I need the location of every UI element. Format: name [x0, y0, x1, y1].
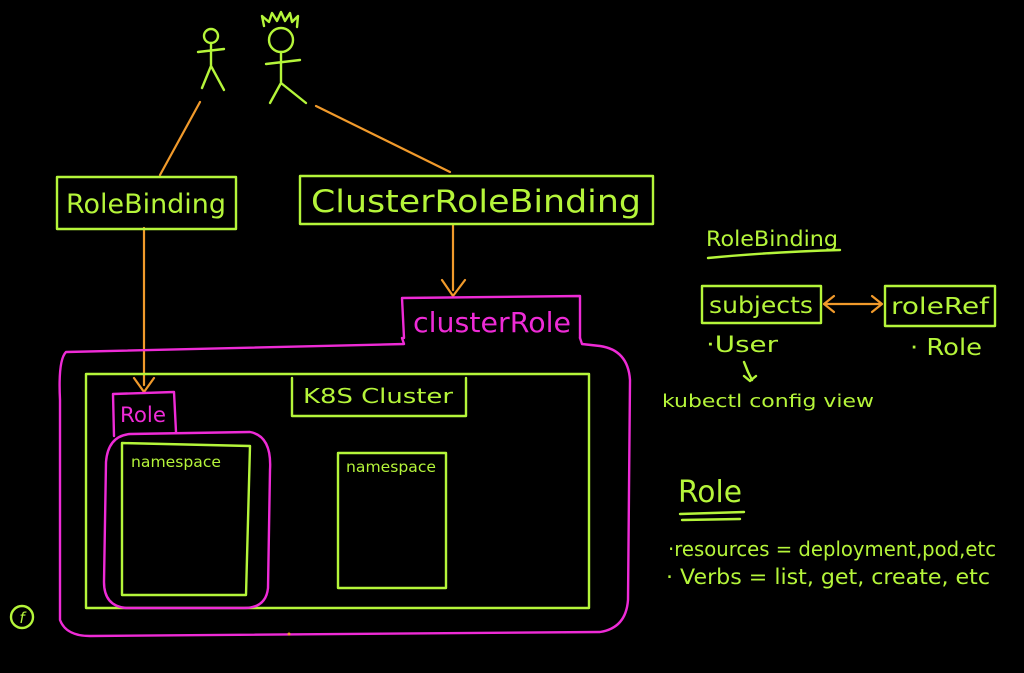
k8s-cluster-title: K8S Cluster [303, 384, 454, 408]
rolebinding-note: RoleBinding [706, 227, 842, 260]
small-down-arrow [742, 360, 758, 383]
clusterrolebinding-box: ClusterRoleBinding [298, 174, 655, 226]
clusterrole-box: clusterRole [400, 294, 582, 340]
namespace-right-box: namespace [336, 451, 448, 590]
clusterrolebinding-label: ClusterRoleBinding [311, 184, 641, 220]
kubectl-command: kubectl config view [662, 391, 874, 412]
role-box: Role [111, 390, 178, 438]
bidirectional-arrow [822, 294, 884, 314]
role-note: Role [678, 475, 746, 522]
roleref-box: roleRef [883, 284, 997, 328]
role-box-label: Role [120, 403, 166, 427]
connector-user-rolebinding [158, 100, 202, 177]
k8s-cluster-box: K8S Cluster [84, 372, 591, 610]
resources-item: ·resources = deployment,pod,etc [668, 537, 996, 561]
clusterrole-label: clusterRole [413, 306, 571, 339]
rolebinding-box: RoleBinding [55, 175, 238, 231]
crowned-stick-figure-icon [260, 10, 308, 105]
rolebinding-note-heading: RoleBinding [706, 227, 838, 251]
verbs-item: · Verbs = list, get, create, etc [666, 565, 990, 589]
role-note-heading: Role [678, 475, 742, 510]
subjects-label: subjects [709, 293, 813, 319]
role-item: · Role [910, 335, 982, 361]
rolebinding-label: RoleBinding [66, 189, 226, 220]
user-item: ·User [706, 333, 779, 358]
svg-text:f: f [19, 609, 27, 627]
namespace-left-box: namespace [120, 441, 252, 597]
stray-dot [287, 632, 291, 636]
arrow-clusterrolebinding-to-clusterrole [440, 222, 467, 298]
arrow-rolebinding-to-role [132, 226, 156, 394]
cluster-scope-outline [58, 336, 632, 638]
roleref-label: roleRef [891, 294, 990, 320]
stick-figure-icon [196, 27, 226, 92]
namespace-right-label: namespace [346, 458, 436, 476]
connector-admin-clusterrolebinding [314, 104, 452, 174]
role-scope-outline [102, 430, 272, 610]
circled-f-icon: f [9, 604, 35, 630]
subjects-box: subjects [700, 284, 823, 325]
namespace-left-label: namespace [131, 453, 221, 471]
